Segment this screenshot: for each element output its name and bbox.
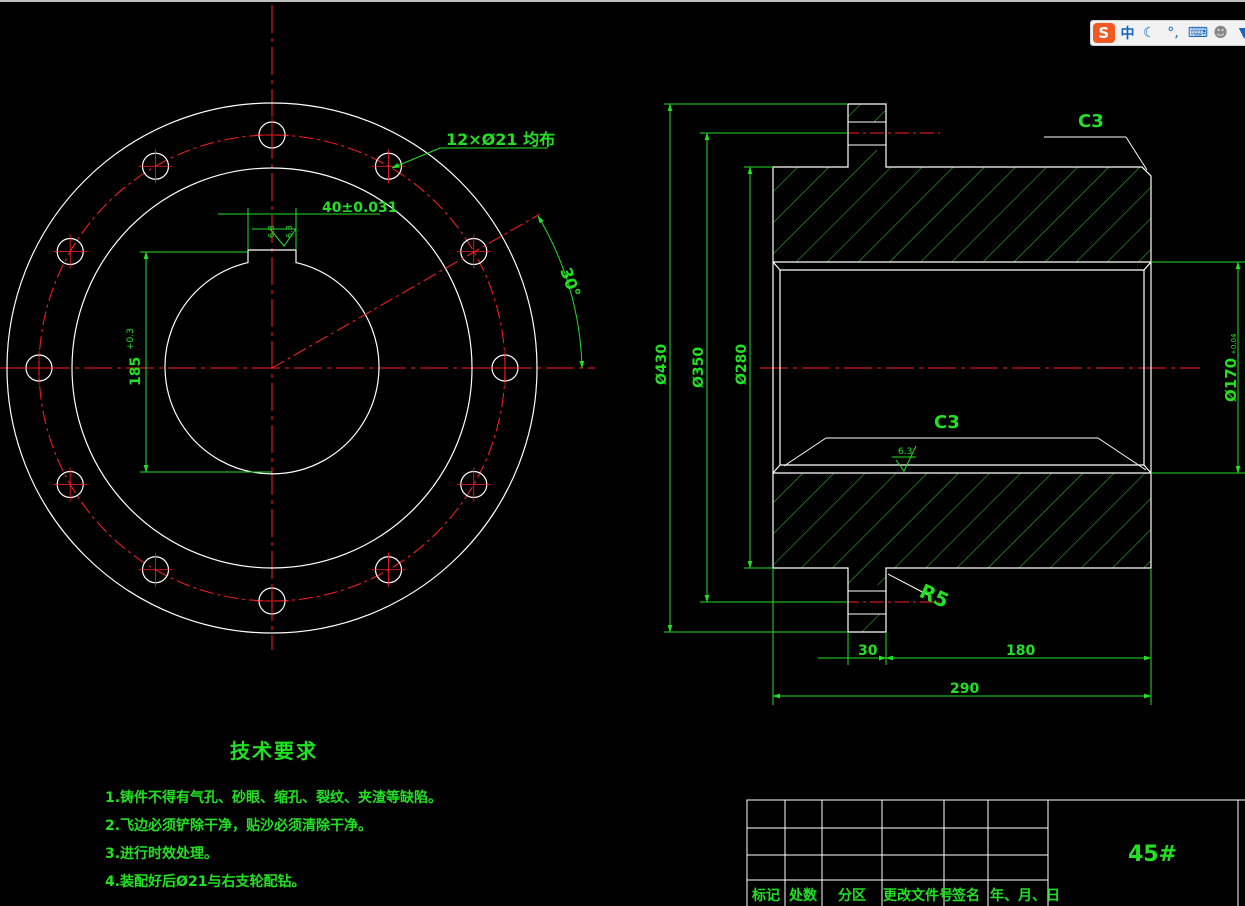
roughness-label: 6.3 — [898, 447, 912, 457]
depth-value: 185 — [128, 357, 144, 386]
len180-label: 180 — [1006, 643, 1035, 659]
section-hatch-bottom — [773, 473, 1151, 585]
tb-label-date: 年、月、日 — [990, 888, 1060, 904]
tech-requirements-title: 技术要求 — [230, 739, 318, 763]
bolt-holes-group — [22, 118, 522, 618]
tb-label-change-doc: 更改文件号 — [883, 888, 953, 904]
ime-mode-toggle[interactable]: 中 — [1120, 26, 1135, 42]
tech-item-2: 2.飞边必须铲除干净，贴沙必须清除干净。 — [105, 818, 373, 834]
keyway-roughness-left: 6.3 — [267, 225, 276, 238]
side-view: C3 C3 6.3 R5 Ø430 Ø350 Ø280 Ø170 +0.04 — [654, 103, 1245, 705]
keyway-width-label: 40±0.031 — [322, 200, 398, 216]
chamfer-outer-leader-2 — [1125, 136, 1148, 171]
tb-label-zone: 分区 — [838, 888, 866, 904]
outer-flange-circle — [6, 102, 538, 634]
dia170-label: Ø170 — [1222, 358, 1240, 402]
moon-icon[interactable]: ☾ — [1143, 25, 1156, 41]
dia170-tolerance: +0.04 — [1230, 333, 1238, 355]
sogou-logo-icon[interactable]: S — [1093, 23, 1115, 43]
len290-label: 290 — [950, 681, 979, 697]
front-view: 30° 12×Ø21 均布 40±0.031 6.3 6.3 185 +0.3 — [0, 5, 595, 650]
tb-label-mark: 标记 — [752, 888, 780, 904]
hub-circle — [71, 167, 473, 569]
tb-label-count: 处数 — [789, 888, 817, 904]
angle-label: 30° — [556, 265, 584, 300]
title-block — [746, 799, 1245, 906]
fillet-label: R5 — [916, 579, 953, 613]
bore-outline — [772, 261, 1152, 474]
len30-label: 30 — [858, 643, 878, 659]
outline-top — [772, 103, 1152, 262]
bolt-note-leader — [391, 147, 441, 169]
keyboard-icon[interactable]: ⌨ — [1187, 25, 1208, 41]
bore-with-keyway — [164, 249, 380, 475]
bolt-hole-note: 12×Ø21 均布 — [446, 130, 555, 149]
window-top-border — [0, 0, 1245, 2]
tb-label-signature: 签名 — [952, 888, 980, 904]
outline-bottom — [772, 473, 1152, 633]
dia350-label: Ø350 — [691, 347, 707, 388]
tech-item-4: 4.装配好后Ø21与右支轮配钻。 — [105, 874, 306, 890]
chamfer-outer-label: C3 — [1078, 111, 1104, 132]
flange-hatch-top — [848, 104, 886, 122]
keyway-roughness-symbol — [252, 228, 297, 247]
section-hatch-top — [773, 150, 1151, 262]
fillet-leader — [887, 573, 931, 597]
chamfer-inner-leader-b — [1097, 437, 1147, 471]
dia430-label: Ø430 — [654, 344, 670, 385]
angle-arc — [537, 215, 585, 369]
chamfer-inner-leader-a — [783, 437, 827, 467]
tech-item-1: 1.铸件不得有气孔、砂眼、缩孔、裂纹、夹渣等缺陷。 — [105, 790, 443, 806]
flange-hatch-bottom — [848, 614, 886, 632]
angle-reference-line — [271, 213, 541, 369]
dia280-label: Ø280 — [734, 344, 750, 385]
roughness-symbol — [892, 445, 917, 472]
ime-toolbar[interactable]: S 中 ☾ °, ⌨ ☻ ▼ — [1090, 20, 1245, 46]
depth-tolerance: +0.3 — [126, 328, 136, 350]
shirt-icon[interactable]: ▼ — [1238, 25, 1245, 41]
punctuation-icon[interactable]: °, — [1167, 25, 1179, 41]
chamfer-inner-label: C3 — [934, 412, 960, 433]
keyway-roughness-right: 6.3 — [285, 225, 294, 238]
tech-item-3: 3.进行时效处理。 — [105, 846, 219, 862]
material-label: 45# — [1128, 842, 1178, 867]
user-icon[interactable]: ☻ — [1213, 25, 1228, 41]
